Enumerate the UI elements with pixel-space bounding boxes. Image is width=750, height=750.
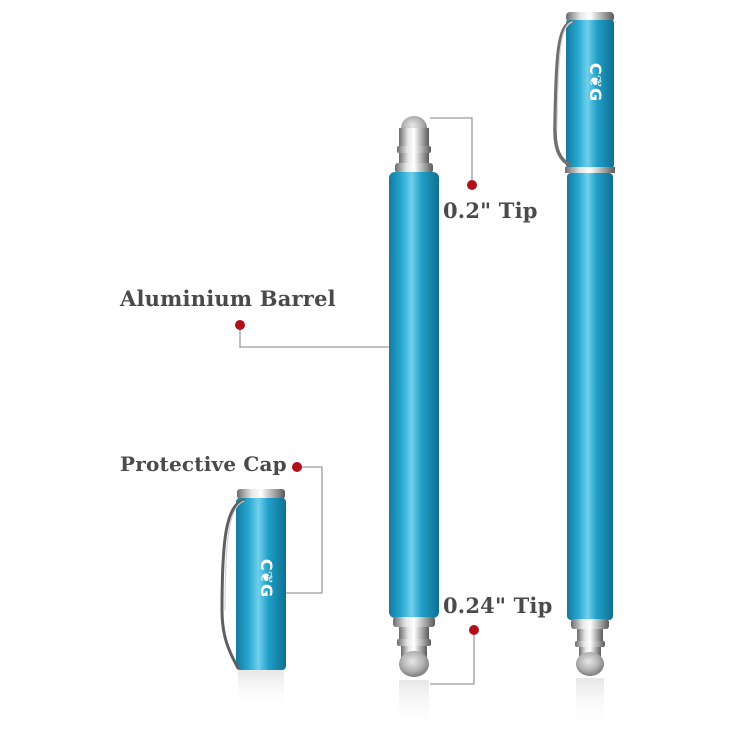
callout-line-tip-small xyxy=(430,117,473,184)
stylus-cap: C❦G xyxy=(220,489,286,710)
callout-dots xyxy=(235,180,479,635)
callout-line-barrel xyxy=(239,327,389,348)
callout-lines xyxy=(239,117,475,685)
cap-brand-logo: C❦G xyxy=(257,559,276,597)
label-protective-cap: Protective Cap xyxy=(120,452,287,476)
callout-dot-tip-small xyxy=(467,180,477,190)
callout-dot-cap xyxy=(292,462,302,472)
stylus-pen-long: C❦G xyxy=(553,12,615,728)
label-aluminium-barrel: Aluminium Barrel xyxy=(120,286,336,311)
label-tip-small: 0.2" Tip xyxy=(443,198,538,223)
stylus-pen-short xyxy=(389,116,439,730)
callout-dot-barrel xyxy=(235,320,245,330)
callout-line-tip-large xyxy=(430,631,475,685)
callout-dot-tip-large xyxy=(469,625,479,635)
callout-line-cap xyxy=(286,466,323,594)
brand-logo: C❦G xyxy=(586,63,605,101)
label-tip-large: 0.24" Tip xyxy=(443,593,553,618)
